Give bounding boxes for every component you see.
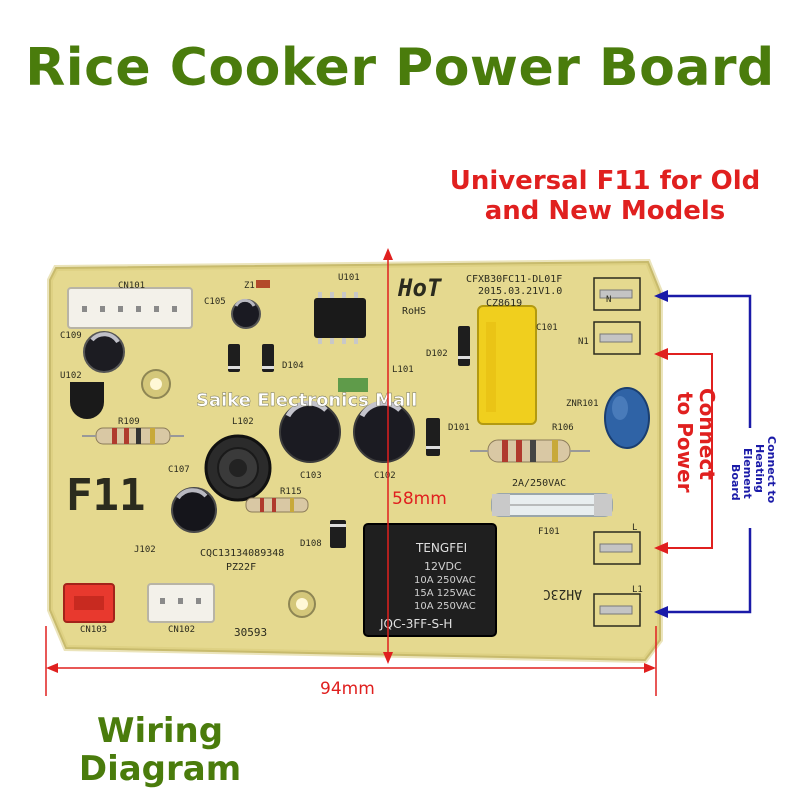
ref-f101: F101 [538, 527, 560, 537]
ic-pins [318, 292, 358, 344]
ref-l101: L101 [392, 365, 414, 375]
ref-c105: C105 [204, 297, 226, 307]
diode-d104-group [228, 344, 274, 372]
relay-spec-1: 12VDC [424, 560, 462, 573]
wiring-line-1: Wiring [96, 711, 224, 751]
board-date: 2015.03.21V1.0 [478, 286, 562, 297]
relay-model: JQC-3FF-S-H [379, 617, 452, 631]
ref-d101: D101 [448, 423, 470, 433]
board-number: 30593 [234, 626, 267, 639]
ref-c107: C107 [168, 465, 190, 475]
ref-c103: C103 [300, 471, 322, 481]
ref-cn103: CN103 [80, 625, 107, 635]
capacitor-c107 [171, 487, 217, 533]
connect-heating-line-4: Board [729, 464, 742, 501]
capacitor-highlight [90, 332, 120, 344]
capacitor-c109 [83, 331, 125, 373]
serial-number: CQC13134089348 [200, 548, 284, 559]
mounting-hole-center [150, 378, 162, 390]
wiring-line-2: Diagram [78, 749, 242, 789]
ref-u101: U101 [338, 273, 360, 283]
width-dimension: 94mm [45, 626, 657, 699]
subtitle-line-1: Universal F11 for Old [449, 166, 761, 196]
wiring-diagram-caption: Wiring Diagram [60, 712, 260, 788]
part-number: CFXB30FC11-DL01F [466, 274, 562, 285]
silkscreen-labels: HoT RoHS CFXB30FC11-DL01F 2015.03.21V1.0… [60, 273, 643, 639]
ref-z1: Z1 [244, 281, 255, 291]
ref-c109: C109 [60, 331, 82, 341]
ah-code: AH23C [543, 586, 582, 601]
relay-spec-2: 10A 250VAC [414, 575, 476, 586]
diode-d102 [458, 326, 470, 366]
connector-pins [82, 306, 177, 312]
diode-d101 [426, 418, 440, 456]
ref-d102: D102 [426, 349, 448, 359]
ref-d104: D104 [282, 361, 304, 371]
resistor-bands [112, 428, 155, 444]
capacitor-highlight [176, 488, 208, 500]
page-title: Rice Cooker Power Board [25, 38, 775, 98]
connect-heating-line-3: Element [741, 448, 754, 499]
ref-cn101: CN101 [118, 281, 145, 291]
relay [363, 523, 497, 637]
heating-label-bg [734, 428, 784, 528]
ref-n: N [606, 295, 611, 305]
terminal-l1 [593, 593, 641, 627]
ref-r106: R106 [552, 423, 574, 433]
cert-number: CZ8619 [486, 298, 522, 309]
fuse-rating: 2A/250VAC [512, 478, 566, 489]
brand-logo: HoT [397, 274, 443, 302]
varistor-znr101 [604, 387, 650, 449]
resistor-r109 [95, 427, 171, 445]
ref-l102: L102 [232, 417, 254, 427]
regulator-u102 [70, 382, 104, 419]
relay-spec-4: 10A 250VAC [414, 601, 476, 612]
height-label: 58mm [392, 489, 447, 509]
connect-heating-line-1: Connect to [765, 436, 778, 504]
ref-cn102: CN102 [168, 625, 195, 635]
rohs-mark: RoHS [402, 306, 426, 317]
pz-code: PZ22F [226, 562, 256, 573]
connect-power-line-2: to Power [673, 392, 697, 493]
ref-r109: R109 [118, 417, 140, 427]
ref-l1: L1 [632, 585, 643, 595]
terminal-n1 [593, 321, 641, 355]
relay-spec-3: 15A 125VAC [414, 588, 476, 599]
height-dimension: 58mm [383, 248, 447, 664]
mounting-hole-center [296, 598, 308, 610]
ref-c102: C102 [374, 471, 396, 481]
relay-brand: TENGFEI [415, 541, 467, 555]
connector-cn101 [67, 287, 193, 329]
connect-heating-line-2: Heating [753, 444, 766, 493]
ic-u101 [314, 298, 366, 338]
ref-d108: D108 [300, 539, 322, 549]
terminal-l [593, 531, 641, 565]
ref-j102: J102 [134, 545, 156, 555]
watermark: Saike Electronics Mall [196, 390, 417, 411]
ref-r115: R115 [280, 487, 302, 497]
ref-c101: C101 [536, 323, 558, 333]
ref-l: L [632, 523, 637, 533]
ref-u102: U102 [60, 371, 82, 381]
model-compatibility-note: Universal F11 for Old and New Models [420, 166, 790, 226]
board-model-f11: F11 [66, 470, 145, 521]
component-green [338, 378, 368, 392]
resistor-r115 [245, 497, 309, 513]
width-label: 94mm [320, 679, 375, 699]
terminal-n [593, 277, 641, 311]
ref-n1: N1 [578, 337, 589, 347]
power-wiring [654, 348, 713, 554]
connect-power-line-1: Connect [695, 388, 719, 480]
subtitle-line-2: and New Models [484, 196, 726, 226]
ref-znr101: ZNR101 [566, 399, 599, 409]
component-z1 [256, 280, 270, 288]
